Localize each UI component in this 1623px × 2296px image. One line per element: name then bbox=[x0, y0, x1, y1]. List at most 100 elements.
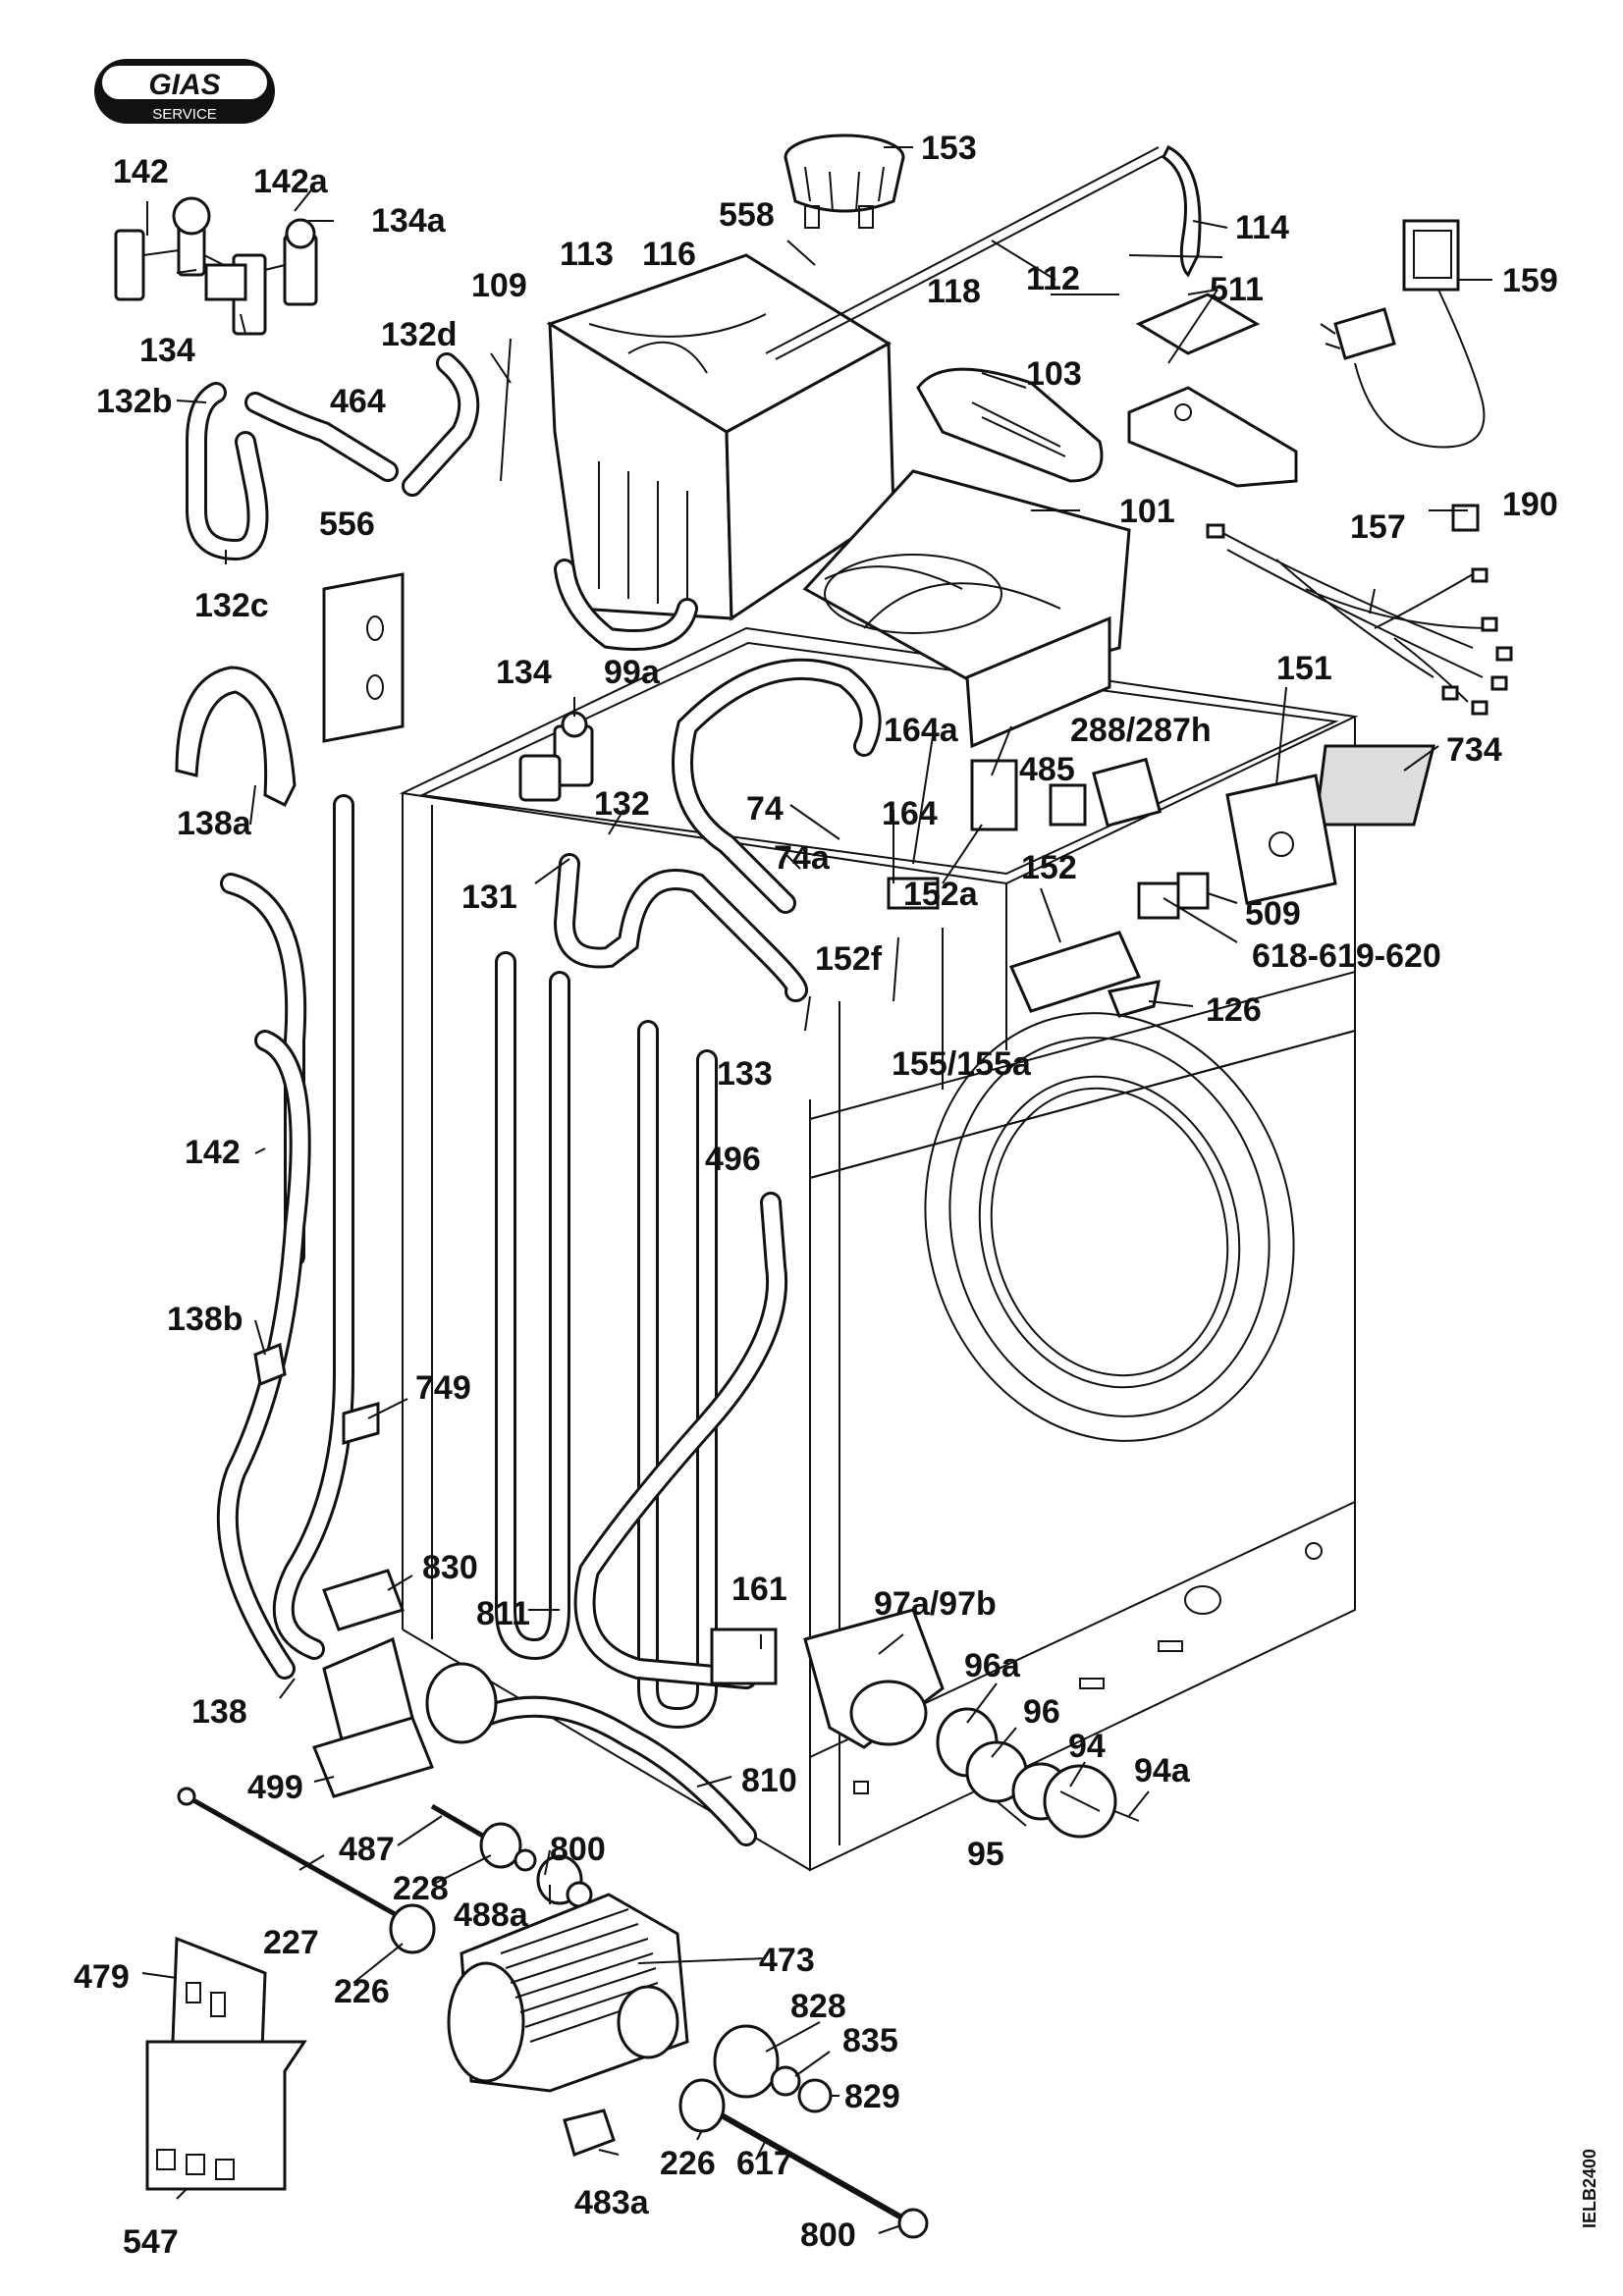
label-828: 828 bbox=[790, 1988, 846, 2025]
inlet-valves bbox=[114, 196, 318, 336]
label-126: 126 bbox=[1206, 991, 1262, 1029]
pump-housing bbox=[803, 1608, 945, 1749]
label-226-top: 226 bbox=[334, 1973, 390, 2010]
label-617: 617 bbox=[736, 2145, 792, 2182]
label-499: 499 bbox=[247, 1769, 303, 1806]
label-496: 496 bbox=[705, 1141, 761, 1178]
label-132b: 132b bbox=[96, 383, 173, 420]
label-133: 133 bbox=[717, 1055, 773, 1093]
label-485: 485 bbox=[1019, 751, 1075, 788]
label-97a-97b: 97a/97b bbox=[874, 1585, 997, 1623]
component-161 bbox=[710, 1628, 778, 1685]
label-190: 190 bbox=[1502, 486, 1558, 523]
wiring-harness bbox=[1206, 523, 1513, 716]
label-94: 94 bbox=[1068, 1728, 1106, 1765]
clip-138b bbox=[253, 1342, 287, 1387]
label-226-bottom: 226 bbox=[660, 2145, 716, 2182]
hose-132b bbox=[186, 382, 269, 561]
label-556: 556 bbox=[319, 506, 375, 543]
label-164a: 164a bbox=[884, 712, 959, 749]
label-114: 114 bbox=[1235, 209, 1289, 246]
label-511: 511 bbox=[1210, 271, 1264, 308]
door-lock-126 bbox=[1107, 980, 1161, 1018]
label-152: 152 bbox=[1021, 849, 1077, 886]
nut-829 bbox=[797, 2078, 833, 2113]
hose-811 bbox=[495, 951, 718, 1730]
hose-132d bbox=[402, 352, 480, 497]
label-151: 151 bbox=[1276, 650, 1332, 687]
label-134a: 134a bbox=[371, 202, 447, 240]
label-138: 138 bbox=[191, 1693, 247, 1731]
bushing-226b bbox=[678, 2078, 726, 2133]
pulley-828 bbox=[713, 2024, 780, 2099]
hose-74 bbox=[672, 658, 882, 914]
label-164: 164 bbox=[882, 795, 938, 832]
clip-190 bbox=[1451, 504, 1480, 532]
label-74a: 74a bbox=[774, 839, 831, 877]
label-800-top: 800 bbox=[550, 1831, 606, 1868]
label-96: 96 bbox=[1023, 1693, 1060, 1731]
label-118: 118 bbox=[927, 273, 981, 310]
label-464: 464 bbox=[330, 383, 386, 420]
label-558: 558 bbox=[719, 196, 775, 234]
switch-block bbox=[970, 757, 1210, 920]
nut-800b bbox=[897, 2208, 929, 2239]
label-830: 830 bbox=[422, 1549, 478, 1586]
label-829: 829 bbox=[844, 2078, 900, 2115]
dispenser-tray bbox=[802, 469, 1131, 749]
label-835: 835 bbox=[842, 2022, 898, 2059]
clip-749 bbox=[342, 1402, 380, 1445]
label-161: 161 bbox=[731, 1571, 787, 1608]
motor bbox=[447, 1893, 689, 2093]
lever-114 bbox=[1162, 144, 1202, 278]
label-618-619-620: 618-619-620 bbox=[1252, 937, 1441, 975]
programmer-knob bbox=[784, 133, 905, 229]
gias-service-logo: GIAS SERVICE bbox=[94, 59, 275, 124]
label-152a: 152a bbox=[903, 876, 979, 913]
panel-556 bbox=[322, 572, 405, 743]
label-74: 74 bbox=[746, 790, 784, 828]
power-cable bbox=[1320, 219, 1486, 449]
label-134-top: 134 bbox=[139, 332, 195, 369]
drawing-code: IELB2400 bbox=[1580, 2149, 1599, 2228]
hose-132 bbox=[553, 853, 808, 1002]
label-228: 228 bbox=[393, 1870, 449, 1907]
label-94a: 94a bbox=[1134, 1752, 1191, 1789]
label-547: 547 bbox=[123, 2223, 179, 2261]
label-734: 734 bbox=[1446, 731, 1502, 769]
label-152f: 152f bbox=[815, 940, 883, 978]
label-488a: 488a bbox=[454, 1896, 529, 1934]
label-96a: 96a bbox=[964, 1647, 1021, 1684]
bracket-511 bbox=[1127, 293, 1298, 488]
hose-hook bbox=[175, 666, 297, 808]
label-157: 157 bbox=[1350, 508, 1406, 546]
label-473: 473 bbox=[759, 1942, 815, 1979]
terminal-block bbox=[887, 877, 1142, 1013]
bracket-830 bbox=[322, 1569, 405, 1631]
label-288-287h: 288/287h bbox=[1070, 712, 1212, 749]
label-132c: 132c bbox=[194, 587, 269, 624]
label-95: 95 bbox=[967, 1836, 1004, 1873]
label-810: 810 bbox=[741, 1762, 797, 1799]
label-116: 116 bbox=[642, 236, 696, 273]
label-134-mid: 134 bbox=[496, 654, 552, 691]
label-483a: 483a bbox=[574, 2184, 650, 2221]
valve-134 bbox=[518, 711, 594, 802]
label-153: 153 bbox=[921, 130, 977, 167]
bolt-487 bbox=[430, 1803, 493, 1843]
label-112: 112 bbox=[1026, 260, 1080, 297]
logo-brand: GIAS bbox=[148, 69, 220, 101]
label-101: 101 bbox=[1119, 493, 1175, 530]
label-138a: 138a bbox=[177, 805, 252, 842]
label-227: 227 bbox=[263, 1924, 319, 1961]
programmer-timer bbox=[1225, 774, 1337, 905]
label-159: 159 bbox=[1502, 262, 1558, 299]
connector-483a bbox=[563, 2109, 616, 2157]
label-131: 131 bbox=[461, 879, 517, 916]
label-749: 749 bbox=[415, 1369, 471, 1407]
label-509: 509 bbox=[1245, 895, 1301, 933]
hose-99a bbox=[554, 559, 698, 651]
logo-sub: SERVICE bbox=[152, 106, 217, 123]
hose-810 bbox=[470, 1695, 757, 1846]
